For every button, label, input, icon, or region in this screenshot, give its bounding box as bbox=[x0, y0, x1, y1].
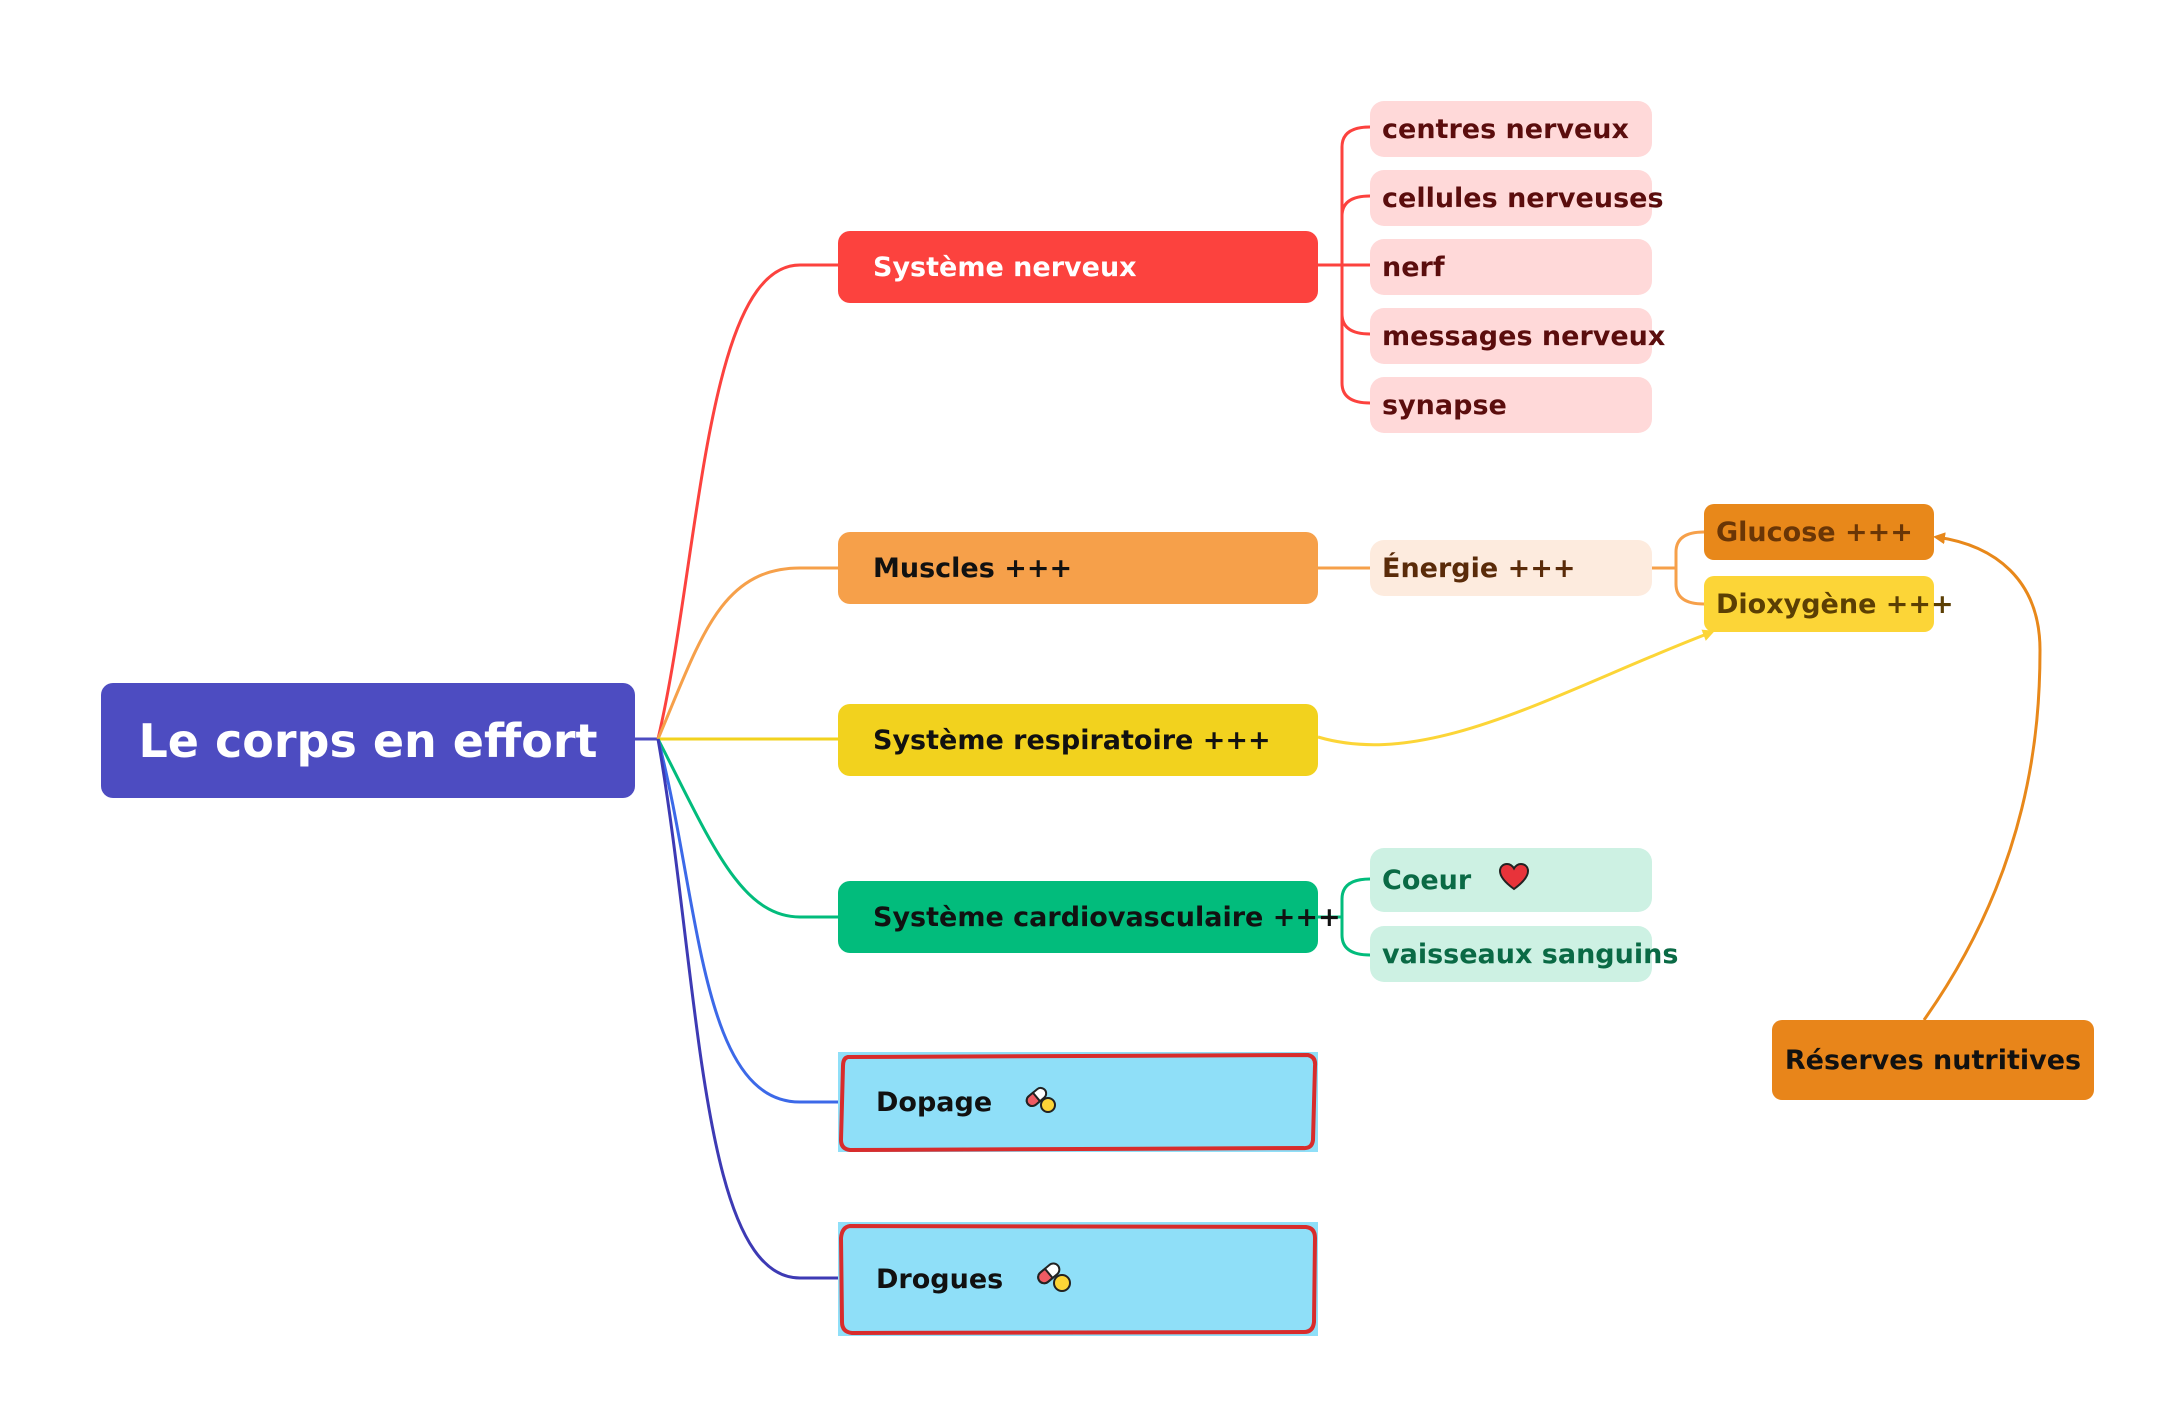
leaf-label: Énergie +++ bbox=[1382, 552, 1576, 584]
leaf-coeur[interactable]: Coeur bbox=[1370, 848, 1652, 912]
branch-systeme-cardiovasculaire[interactable]: Système cardiovasculaire +++ bbox=[838, 881, 1341, 953]
link-cardio-bracket bbox=[1318, 877, 1371, 957]
root-topic-label: Le corps en effort bbox=[138, 713, 598, 768]
branch-drogues[interactable]: Drogues bbox=[838, 1222, 1318, 1336]
floating-topic-reserves-nutritives[interactable]: Réserves nutritives bbox=[1772, 1020, 2094, 1100]
branch-dopage[interactable]: Dopage bbox=[838, 1052, 1318, 1152]
pills-icon bbox=[1033, 1257, 1075, 1302]
leaf-synapse[interactable]: synapse bbox=[1370, 377, 1652, 433]
leaf-label: synapse bbox=[1382, 389, 1507, 421]
heart-icon bbox=[1499, 862, 1530, 898]
hand-drawn-border bbox=[838, 1052, 1318, 1152]
leaf-glucose[interactable]: Glucose +++ bbox=[1704, 504, 1934, 560]
leaf-label: Glucose +++ bbox=[1716, 516, 1913, 548]
leaf-vaisseaux-sanguins[interactable]: vaisseaux sanguins bbox=[1370, 926, 1678, 982]
link-muscles bbox=[656, 566, 838, 740]
branch-label: Muscles +++ bbox=[873, 552, 1073, 584]
link-dopage bbox=[656, 738, 838, 1104]
leaf-label: centres nerveux bbox=[1382, 113, 1629, 145]
branch-systeme-respiratoire[interactable]: Système respiratoire +++ bbox=[838, 704, 1318, 776]
branch-label: Drogues bbox=[876, 1263, 1004, 1295]
link-energie-bracket bbox=[1652, 530, 1705, 606]
leaf-cellules-nerveuses[interactable]: cellules nerveuses bbox=[1370, 170, 1664, 226]
hand-drawn-border bbox=[838, 1223, 1318, 1336]
leaf-messages-nerveux[interactable]: messages nerveux bbox=[1370, 308, 1665, 364]
link-cardio bbox=[656, 738, 838, 919]
floating-topic-label: Réserves nutritives bbox=[1784, 1044, 2082, 1076]
leaf-label: nerf bbox=[1382, 251, 1445, 283]
leaf-label: Coeur bbox=[1382, 864, 1472, 896]
arrow-reserves-glucose bbox=[1922, 532, 2042, 1021]
branch-muscles[interactable]: Muscles +++ bbox=[838, 532, 1318, 604]
leaf-nerf[interactable]: nerf bbox=[1370, 239, 1652, 295]
leaf-label: vaisseaux sanguins bbox=[1382, 938, 1679, 970]
link-nerveux bbox=[656, 263, 838, 740]
branch-label: Système nerveux bbox=[873, 251, 1137, 283]
leaf-dioxygene[interactable]: Dioxygène +++ bbox=[1704, 576, 1954, 632]
arrow-respiratoire-dioxygene bbox=[1317, 629, 1715, 747]
branch-label: Système respiratoire +++ bbox=[873, 724, 1271, 756]
leaf-energie[interactable]: Énergie +++ bbox=[1370, 540, 1652, 596]
leaf-label: messages nerveux bbox=[1382, 320, 1666, 352]
branch-label: Dopage bbox=[876, 1086, 993, 1118]
branch-systeme-nerveux[interactable]: Système nerveux bbox=[838, 231, 1318, 303]
root-topic[interactable]: Le corps en effort bbox=[101, 683, 635, 798]
leaf-label: cellules nerveuses bbox=[1382, 182, 1664, 214]
link-drogues bbox=[656, 738, 838, 1280]
leaf-centres-nerveux[interactable]: centres nerveux bbox=[1370, 101, 1652, 157]
pills-icon bbox=[1022, 1082, 1060, 1123]
branch-label: Système cardiovasculaire +++ bbox=[873, 901, 1341, 933]
leaf-label: Dioxygène +++ bbox=[1716, 588, 1954, 620]
